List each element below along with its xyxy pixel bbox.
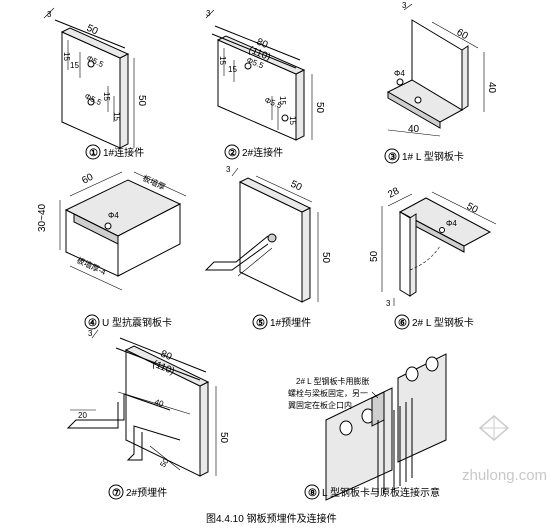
callout-line: 2# L 型钢板卡用膨胀	[296, 376, 370, 386]
dim-width: 80	[159, 349, 174, 364]
part-8-connection-detail	[325, 353, 447, 501]
dim-depth: 28	[386, 186, 401, 201]
dim-15: 15	[62, 52, 71, 61]
part-1-connector: 3 50 50 15 15 Φ5.5 Φ5.5 15 15	[43, 7, 147, 149]
caption-label: 2#连接件	[242, 146, 283, 159]
dim-thickness: 3	[88, 329, 93, 338]
dim-rod-end: 20	[78, 411, 87, 420]
dim-thickness: 3	[402, 1, 407, 10]
dim-width: 60	[455, 27, 471, 42]
dim-width: 50	[85, 23, 100, 38]
dim-thickness: 3	[206, 9, 211, 18]
caption-label: 2# L 型钢板卡	[412, 316, 474, 329]
part-3-l-clip: 3 60 40 40 Φ4	[386, 1, 497, 137]
part-6-l-clip: 28 50 Φ4 50 3	[369, 186, 497, 308]
caption-number: ④	[88, 318, 97, 329]
dim-15: 15	[70, 61, 79, 70]
dim-15: 15	[218, 56, 227, 65]
caption-label: 2#预埋件	[126, 487, 167, 499]
dim-height: 30~40	[37, 203, 48, 232]
hole-diameter: Φ4	[446, 219, 457, 228]
figure-caption: 图4.4.10 钢板预埋件及连接件	[206, 512, 337, 525]
part-2-connector: 3 80 (110) 50 15 15 Φ5.5 Φ5.5 15 15	[205, 9, 325, 141]
caption-label: 1#预埋件	[270, 317, 311, 329]
caption-number: ⑧	[308, 488, 317, 499]
caption-part-7: ⑦ 2#预埋件	[108, 484, 167, 500]
dim-15: 15	[228, 65, 237, 74]
callout-part-8: 2# L 型钢板卡用膨胀 螺栓与梁板固定，另一 翼固定在板企口内	[288, 376, 370, 410]
dim-height: 50	[218, 432, 229, 444]
callout-line: 翼固定在板企口内	[288, 400, 352, 410]
caption-number: ③	[388, 152, 397, 163]
caption-part-3: ③ 1# L 型钢板卡	[384, 148, 464, 164]
part-7-embed: 3 80 (110) 50 40 20 50	[66, 329, 229, 477]
caption-part-4: ④ U 型抗震钢板卡	[84, 314, 172, 330]
dim-thickness: 3	[226, 165, 231, 174]
dim-height: 50	[369, 250, 380, 262]
watermark-logo	[478, 415, 510, 441]
dim-width: 50	[465, 201, 480, 216]
hole-diameter: Φ4	[394, 69, 405, 78]
part-4-u-clip: 30~40 60 Φ4 板墙厚 板墙厚-4	[37, 172, 187, 291]
caption-number: ⑤	[256, 318, 265, 329]
caption-part-8: ⑧ L 型钢板卡与原板连接示意	[304, 484, 440, 500]
dim-width: 80	[255, 37, 270, 52]
dim-depth: 60	[80, 172, 95, 187]
hole-diameter: Φ4	[108, 211, 119, 220]
caption-label: 1# L 型钢板卡	[402, 150, 464, 163]
caption-label: U 型抗震钢板卡	[102, 316, 172, 329]
caption-part-1: ① 1#连接件	[85, 144, 144, 160]
caption-label: 1#连接件	[103, 146, 144, 159]
callout-line: 螺栓与梁板固定，另一	[288, 388, 368, 398]
dim-height: 50	[136, 95, 147, 107]
watermark-text: zhulong.com	[462, 467, 547, 484]
caption-part-6: ⑥ 2# L 型钢板卡	[394, 314, 474, 330]
dim-15: 15	[102, 92, 111, 101]
caption-number: ②	[228, 148, 237, 159]
dim-base: 40	[408, 124, 420, 135]
dim-15: 15	[288, 116, 297, 125]
caption-part-2: ② 2#连接件	[224, 144, 283, 160]
dim-height: 50	[314, 102, 325, 114]
caption-number: ⑥	[398, 318, 407, 329]
caption-number: ⑦	[112, 488, 121, 499]
part-5-embed: 3 50 50	[204, 165, 331, 303]
dim-rod-length: 40	[153, 397, 165, 408]
dim-thickness: 3	[47, 10, 52, 19]
dim-15: 15	[278, 96, 287, 105]
dim-thickness: 3	[386, 299, 391, 308]
caption-part-5: ⑤ 1#预埋件	[252, 314, 311, 330]
dim-width: 50	[289, 179, 304, 194]
dim-height: 50	[320, 252, 331, 264]
caption-number: ①	[89, 148, 98, 159]
caption-label: L 型钢板卡与原板连接示意	[322, 486, 440, 499]
dim-height: 40	[486, 82, 497, 94]
dim-15: 15	[112, 112, 121, 121]
